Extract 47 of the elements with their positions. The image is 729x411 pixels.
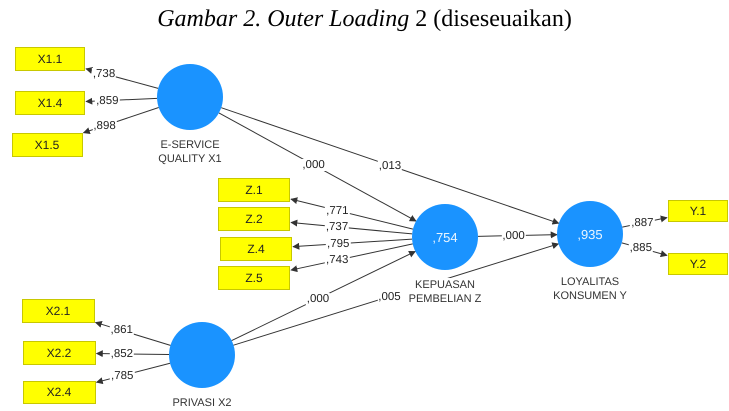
indicator-label: X1.4: [38, 96, 62, 110]
latent-variable-circle: [412, 204, 478, 270]
diagram-title: Gambar 2. Outer Loading 2 (diseseuaikan): [156, 6, 573, 33]
edge-label: ,737: [324, 220, 350, 233]
indicator-box: [22, 380, 96, 404]
indicator-label: Y.2: [690, 257, 706, 271]
edge-label: ,000: [501, 230, 526, 242]
edge-label: ,898: [92, 120, 117, 132]
indicator-box: [218, 266, 290, 290]
edge-label: ,013: [378, 160, 402, 172]
arrow: [220, 107, 560, 225]
edge-label: ,887: [630, 216, 655, 229]
edge-label: ,005: [377, 290, 402, 303]
edge-label: ,000: [306, 292, 330, 305]
indicator-box: [218, 178, 290, 202]
edge-label: ,795: [326, 238, 350, 250]
indicator-box: [668, 200, 728, 222]
edge-label: ,785: [110, 370, 134, 382]
indicator-label: Y.1: [690, 204, 706, 218]
indicator-box: [22, 299, 94, 323]
indicator-box: [220, 237, 292, 261]
path-coefficient-value: ,754: [432, 230, 458, 244]
indicator-box: [15, 47, 85, 71]
edge-label: ,000: [301, 158, 326, 171]
indicator-label: Z.1: [245, 183, 263, 197]
indicator-box: [12, 133, 82, 157]
edge-label: ,852: [110, 348, 134, 360]
indicator-label: X2.1: [46, 304, 70, 318]
arrow: [218, 112, 417, 222]
edge-label: ,743: [325, 254, 350, 266]
indicator-label: Z.2: [245, 212, 263, 226]
indicator-label: X2.4: [46, 385, 72, 399]
indicator-label: X1.5: [34, 138, 60, 152]
edge-label: ,738: [92, 68, 116, 80]
indicator-box: [668, 253, 728, 275]
indicator-label: X2.2: [46, 346, 72, 360]
edge-label: ,861: [110, 324, 134, 336]
path-coefficient-value: ,935: [577, 226, 603, 242]
edge-label: ,885: [628, 242, 653, 254]
indicator-box: [22, 341, 96, 365]
edge-label: ,771: [325, 204, 350, 216]
indicator-label: X1.1: [38, 52, 62, 66]
indicator-box: [218, 207, 290, 231]
indicator-box: [15, 91, 85, 115]
indicator-label: Z.4: [247, 242, 265, 256]
edge-label: ,859: [95, 94, 120, 107]
indicator-label: Z.5: [245, 271, 263, 285]
